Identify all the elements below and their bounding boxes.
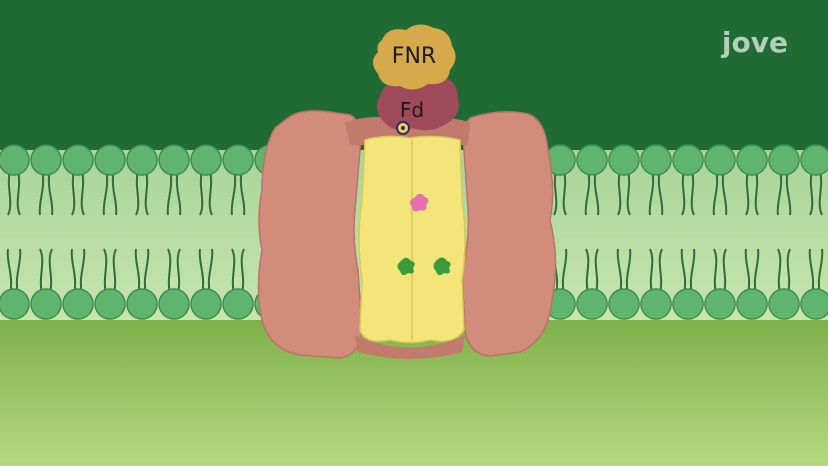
lipid-molecule [30,144,62,216]
lipid-molecule [126,248,158,320]
lipid-head [62,144,94,176]
lipid-molecule [158,144,190,216]
lipid-molecule [544,144,576,216]
lipid-head [672,144,704,176]
lipid-molecule [30,248,62,320]
lipid-head [190,144,222,176]
lipid-head [190,288,222,320]
lipid-molecule [608,144,640,216]
lipid-molecule [672,144,704,216]
lipid-bilayer-left [0,144,286,320]
lipid-head [768,288,800,320]
lipid-head [672,288,704,320]
lipid-head [704,288,736,320]
lipid-head [30,144,62,176]
lipid-head [94,288,126,320]
lipid-molecule [0,144,30,216]
lipid-head [126,288,158,320]
fnr-label: FNR [392,44,436,69]
lipid-molecule [158,248,190,320]
lipid-head [576,144,608,176]
lipid-molecule [62,144,94,216]
lipid-head [704,144,736,176]
lipid-molecule [800,144,828,216]
lipid-molecule [672,248,704,320]
lipid-head [158,288,190,320]
lipid-molecule [94,144,126,216]
lipid-head [736,144,768,176]
lipid-head [126,144,158,176]
lipid-head [608,144,640,176]
lipid-head [768,144,800,176]
lipid-head [640,288,672,320]
lipid-molecule [576,248,608,320]
lipid-head [222,144,254,176]
lipid-head [640,144,672,176]
lipid-head [94,144,126,176]
lipid-molecule [640,144,672,216]
photosystem-complex [257,110,557,359]
complex-bottom [355,335,465,359]
lipid-molecule [222,248,254,320]
lipid-molecule [800,248,828,320]
lipid-molecule [94,248,126,320]
cofactor-pink [409,193,429,212]
lipid-bilayer-right [544,144,828,320]
lipid-molecule [768,144,800,216]
lipid-molecule [736,144,768,216]
lipid-head [158,144,190,176]
cofactor-green-left [397,257,415,276]
lipid-head [222,288,254,320]
lipid-molecule [222,144,254,216]
lumen-region [0,320,828,466]
lipid-molecule [640,248,672,320]
lipid-molecule [768,248,800,320]
lipid-head [800,144,828,176]
lipid-molecule [190,248,222,320]
lipid-molecule [704,248,736,320]
ferredoxin-protein: Fd [376,72,459,135]
lipid-head [800,288,828,320]
fnr-protein: FNR [373,24,456,90]
lipid-head [608,288,640,320]
lipid-molecule [576,144,608,216]
lipid-molecule [0,248,30,320]
lipid-head [0,144,30,176]
lipid-head [736,288,768,320]
fd-label: Fd [400,98,424,122]
iron-sulfur-cluster-center [401,126,405,130]
lipid-molecule [736,248,768,320]
cofactor-green-right [433,257,451,276]
lipid-molecule [608,248,640,320]
lipid-head [62,288,94,320]
lipid-molecule [62,248,94,320]
lipid-molecule [126,144,158,216]
complex-outer-subunit-right [461,111,557,357]
complex-outer-subunit-left [257,110,363,359]
lipid-head [0,288,30,320]
lipid-molecule [704,144,736,216]
lipid-molecule [190,144,222,216]
lipid-head [576,288,608,320]
lipid-head [30,288,62,320]
jove-logo: jove [721,26,788,59]
